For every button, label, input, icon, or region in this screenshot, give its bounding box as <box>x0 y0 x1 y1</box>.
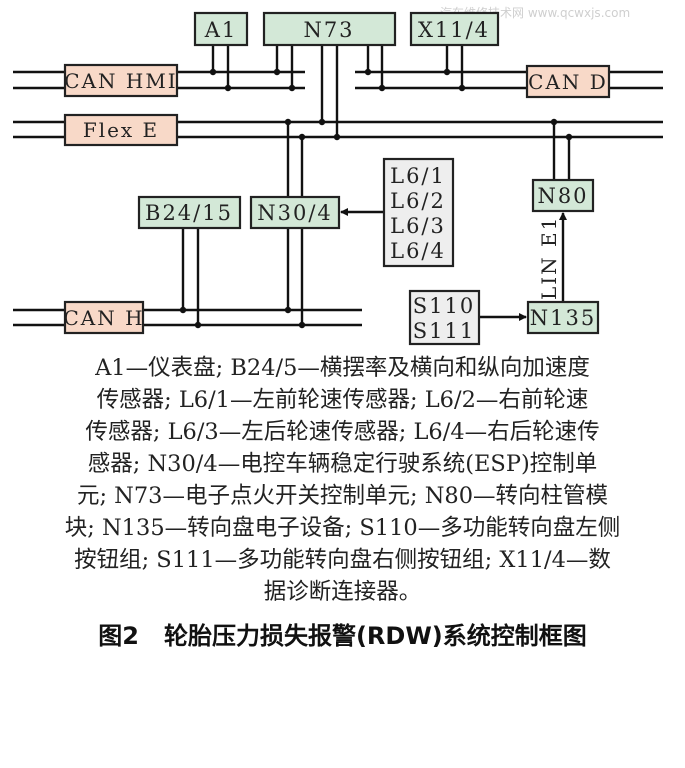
b24-15-box <box>137 195 242 230</box>
n73-label: N73 <box>303 18 354 42</box>
legend-line: 传感器; L6/3—左后轮速传感器; L6/4—右后轮速传 <box>85 419 600 445</box>
junction-dot <box>565 133 573 141</box>
switch-label: S110 <box>413 294 475 318</box>
figure-caption: A1—仪表盘; B24/5—横摆率及横向和纵向加速度 传感器; L6/1—左前轮… <box>0 352 685 651</box>
x11-4-box <box>409 11 500 47</box>
legend-line: 感器; N30/4—电控车辆稳定行驶系统(ESP)控制单 <box>87 451 598 477</box>
legend-line: 传感器; L6/1—左前轮速传感器; L6/2—右前轮速 <box>96 387 589 413</box>
junction-dot <box>443 68 451 76</box>
n30-4-label: N30/4 <box>257 201 333 225</box>
junction-dot <box>378 84 386 92</box>
can-hmi-bus: CAN HMI <box>13 63 305 98</box>
sensor-label: L6/4 <box>390 239 446 263</box>
junction-dot <box>550 118 558 126</box>
module-n30-4: N30/4 <box>249 195 341 230</box>
steering-switches: S110 S111 <box>408 289 481 346</box>
n80-label: N80 <box>537 184 588 208</box>
junction-dot <box>209 68 217 76</box>
can-d-label-box <box>525 64 611 99</box>
can-hmi-label: CAN HMI <box>64 69 177 93</box>
sensor-label: L6/3 <box>390 214 446 238</box>
legend-line: 块; N135—转向盘电子设备; S110—多功能转向盘左侧 <box>64 515 621 541</box>
flex-e-label-box <box>63 113 179 147</box>
b24-15-label: B24/15 <box>145 201 233 225</box>
wheel-speed-sensors: L6/1 L6/2 L6/3 L6/4 <box>382 157 455 268</box>
junction-dot <box>298 133 306 141</box>
junction-dot <box>194 321 202 329</box>
module-n73: N73 <box>262 11 397 47</box>
can-hmi-label-box <box>63 63 179 98</box>
module-n80: N80 <box>531 178 595 213</box>
a1-label: A1 <box>204 18 238 42</box>
junction-dot <box>333 133 341 141</box>
sensor-label: L6/2 <box>390 189 446 213</box>
junction-dot <box>364 68 372 76</box>
figure-title: 图2 轮胎压力损失报警(RDW)系统控制框图 <box>98 622 587 650</box>
module-b24-15: B24/15 <box>137 195 242 230</box>
sensor-label: L6/1 <box>390 164 446 188</box>
junction-dot <box>318 118 326 126</box>
module-x11-4: X11/4 <box>409 11 500 47</box>
legend-line: 据诊断连接器。 <box>263 579 422 605</box>
wheel-speed-sensors-box <box>382 157 455 268</box>
switch-label: S111 <box>413 319 475 343</box>
lin-e1-label: LIN E1 <box>537 216 561 300</box>
can-h-label-box <box>63 300 145 335</box>
n135-box <box>526 300 600 335</box>
junction-dot <box>288 84 296 92</box>
legend-line: 按钮组; S111—多功能转向盘右侧按钮组; X11/4—数 <box>74 547 611 573</box>
junction-dot <box>273 68 281 76</box>
junction-dot <box>224 84 232 92</box>
n135-label: N135 <box>530 306 596 330</box>
junction-dot <box>298 321 306 329</box>
n80-box <box>531 178 595 213</box>
flex-e-label: Flex E <box>83 118 159 142</box>
module-a1: A1 <box>193 11 249 47</box>
can-h-label: CAN H <box>63 306 144 330</box>
can-h-bus: CAN H <box>13 300 362 335</box>
steering-switches-box <box>408 289 481 346</box>
junction-dot <box>179 306 187 314</box>
rdw-control-block-diagram: 汽车维修技术网 www.qcwxjs.com CAN HMI CAN D Fle… <box>13 5 663 346</box>
junction-dot <box>284 306 292 314</box>
can-d-label: CAN D <box>528 70 608 94</box>
n30-4-box <box>249 195 341 230</box>
n73-box <box>262 11 397 47</box>
legend-line: 元; N73—电子点火开关控制单元; N80—转向柱管模 <box>76 483 609 509</box>
x11-4-label: X11/4 <box>418 18 490 42</box>
a1-box <box>193 11 249 47</box>
junction-dot <box>458 84 466 92</box>
module-n135: N135 <box>526 300 600 335</box>
junction-dot <box>284 118 292 126</box>
can-d-bus: CAN D <box>355 64 663 99</box>
legend-line: A1—仪表盘; B24/5—横摆率及横向和纵向加速度 <box>95 355 590 381</box>
